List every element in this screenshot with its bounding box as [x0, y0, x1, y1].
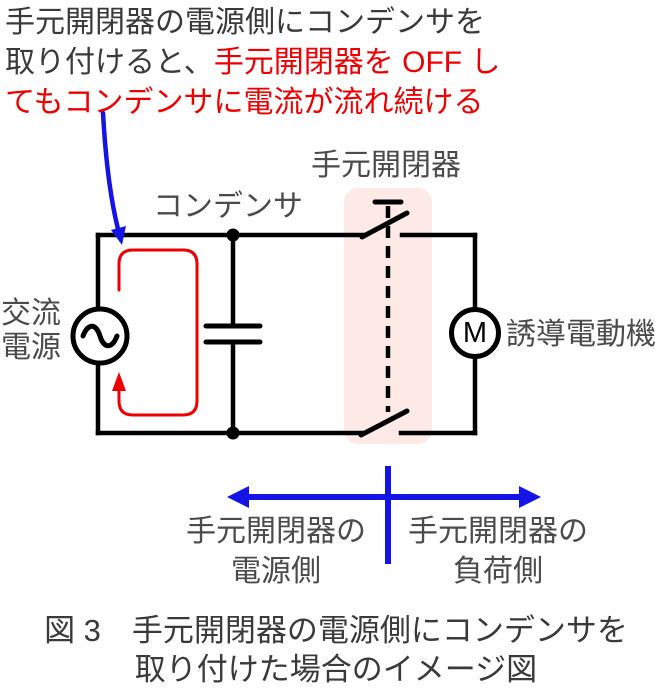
source-side-label-line2: 電源側 — [231, 555, 321, 588]
annotation-line: てもコンデンサに電流が流れ続ける — [5, 83, 500, 123]
capacitor-label: コンデンサ — [153, 190, 303, 223]
load-side-label-line2: 負荷側 — [453, 555, 543, 588]
figure-caption-line2: 取り付けた場合のイメージ図 — [134, 652, 538, 687]
switch-blade-bottom — [358, 408, 410, 438]
annotation-arrow-line — [100, 110, 121, 232]
motor-symbol: M — [462, 317, 488, 349]
load-side-label: 手元開閉器の 負荷側 — [398, 512, 598, 592]
annotation-black-segment: 手元開閉器の電源側にコンデンサを — [5, 6, 485, 39]
source-side-label: 手元開閉器の 電源側 — [176, 512, 376, 592]
junction-dot-top — [226, 228, 240, 242]
ac-source-label: 交流 電源 — [1, 297, 61, 365]
span-arrow-left-head-icon — [227, 486, 249, 508]
current-loop-path — [117, 248, 199, 417]
annotation-red-segment: 手元開閉器を OFF し — [213, 46, 501, 79]
ac-sine-icon — [80, 323, 120, 349]
annotation-arrowhead-icon — [111, 226, 126, 245]
figure-caption-line1: 図 3 手元開閉器の電源側にコンデンサを — [44, 613, 628, 648]
figure-caption: 図 3 手元開閉器の電源側にコンデンサを 取り付けた場合のイメージ図 — [0, 611, 672, 689]
annotation-line: 手元開閉器の電源側にコンデンサを — [5, 3, 500, 43]
motor-circle — [449, 307, 501, 359]
annotation-black-segment: 取り付けると、 — [5, 46, 214, 79]
span-arrow-right-head-icon — [519, 486, 541, 508]
hand-switch-label: 手元開閉器 — [311, 149, 461, 182]
annotation-line: 取り付けると、手元開閉器を OFF し — [5, 43, 500, 83]
current-loop-arrowhead-icon — [112, 372, 126, 391]
source-side-label-line1: 手元開閉器の — [186, 515, 366, 548]
ac-source-label-line2: 電源 — [1, 331, 61, 364]
junction-dot-bottom — [226, 426, 240, 440]
annotation-red-segment: てもコンデンサに電流が流れ続ける — [5, 86, 484, 119]
switch-blade-top — [359, 210, 410, 240]
ac-source-label-line1: 交流 — [1, 297, 61, 330]
load-side-label-line1: 手元開閉器の — [408, 515, 588, 548]
annotation-text: 手元開閉器の電源側にコンデンサを 取り付けると、手元開閉器を OFF し てもコ… — [5, 3, 500, 123]
induction-motor-label: 誘導電動機 — [506, 318, 656, 351]
